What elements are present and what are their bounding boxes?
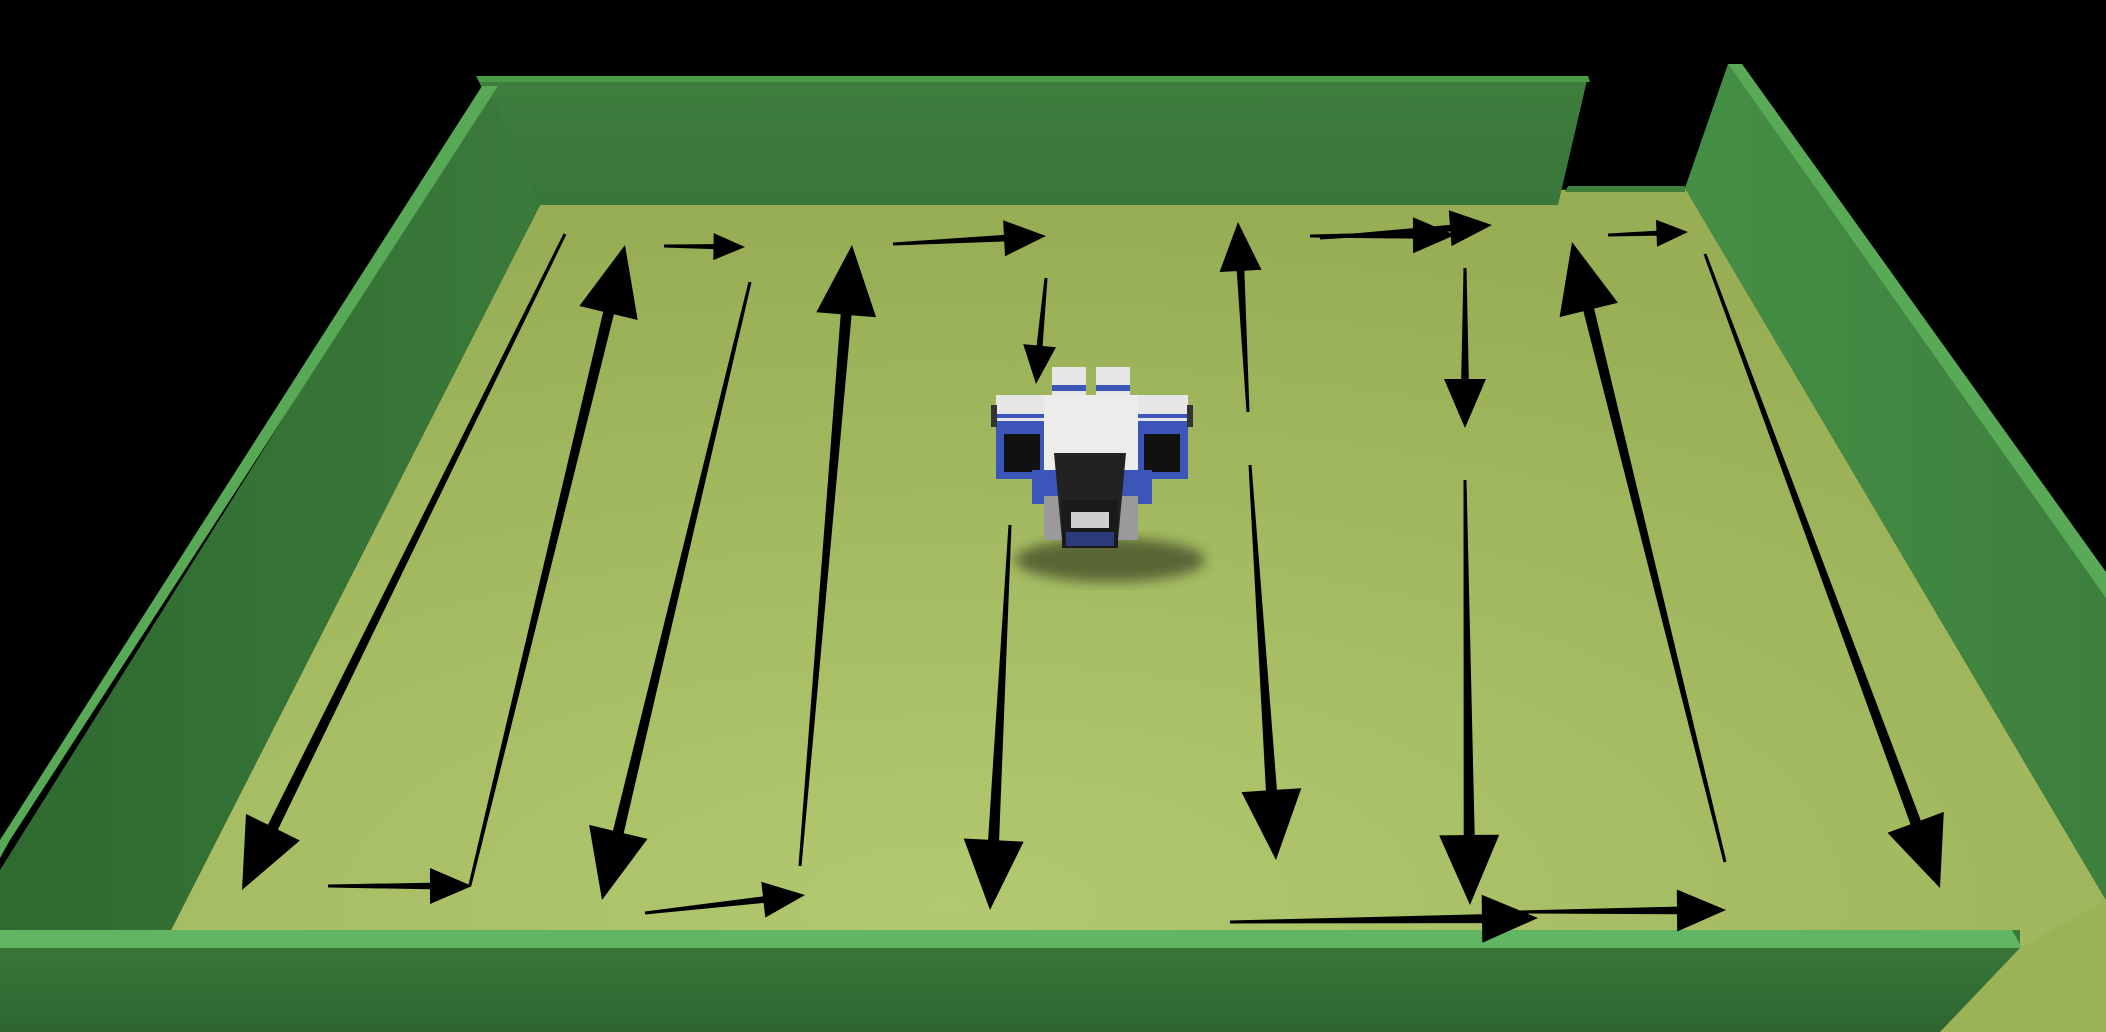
arrow-icon [963,524,1024,910]
arrow-icon [1319,210,1492,247]
arrow-icon [1703,253,1944,888]
arrow-icon [589,281,752,900]
front-wall [0,900,2106,1032]
arrow-icon [1241,464,1302,860]
arrow-icon [242,233,567,891]
arrow-icon [1023,277,1056,384]
arrow-icon [1230,894,1538,943]
far-wall-right-segment [1565,186,1685,192]
far-wall [476,76,1590,205]
robot-shadow [1015,538,1205,582]
arena-floor [0,188,2106,1032]
arrow-icon [1310,217,1455,254]
arrow-icon [1444,268,1486,428]
robot-icon [991,367,1193,548]
arrow-icon [468,245,638,886]
arrow-icon [798,245,877,867]
arrow-icon [1559,242,1727,863]
right-wall [1685,64,2106,900]
arrow-icon [644,881,805,918]
left-wall [0,86,540,932]
arrow-icon [1439,480,1500,905]
arrow-icon [664,233,745,261]
arrow-icon [892,220,1046,257]
path-arrows [242,210,1944,943]
arrow-icon [1520,889,1726,932]
arrow-icon [1607,219,1688,247]
arrow-icon [1219,222,1262,413]
arrow-icon [328,868,472,904]
